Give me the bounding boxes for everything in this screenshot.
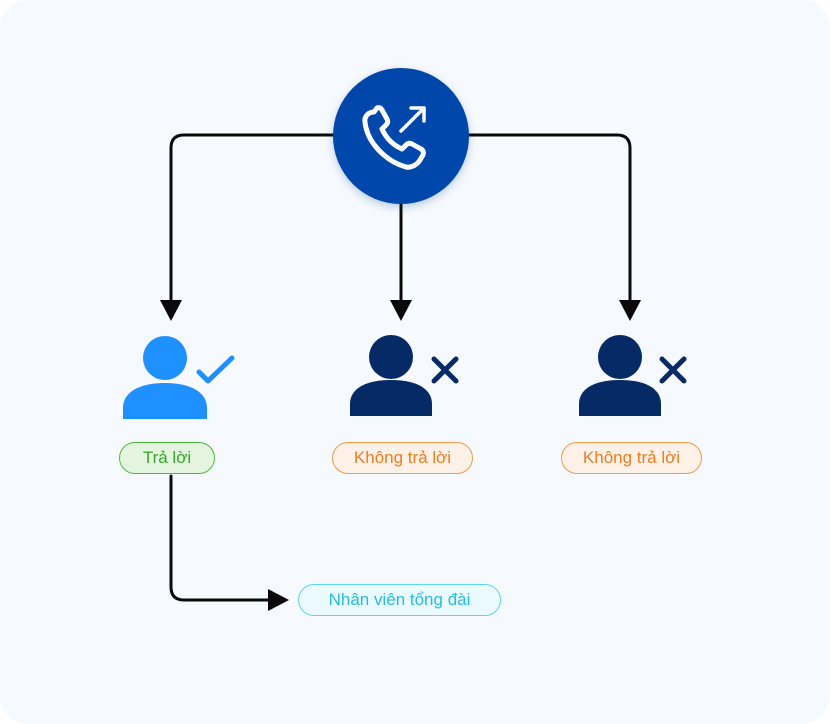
label-not-answered-2: Không trả lời: [561, 442, 702, 474]
x-mark-icon: [431, 356, 459, 384]
checkmark-icon: [196, 355, 235, 384]
arrowheads: [160, 300, 641, 611]
arrowhead-left: [160, 300, 182, 321]
arrowhead-right: [619, 300, 641, 321]
person-not-answered-1: [350, 335, 459, 416]
user-x-icon: [579, 335, 661, 416]
phone-outgoing-icon: [362, 105, 426, 170]
arrowhead-middle: [390, 300, 412, 321]
connector-forward: [169, 474, 272, 602]
connectors: [169, 133, 632, 602]
connector-right: [465, 133, 632, 304]
arrowhead-forward: [268, 589, 289, 611]
user-x-icon: [350, 335, 432, 416]
x-mark-icon: [659, 356, 687, 384]
user-check-icon: [123, 336, 207, 419]
label-not-answered-1: Không trả lời: [332, 442, 473, 474]
person-answered: [123, 336, 235, 419]
call-node: [333, 68, 469, 204]
connector-left: [169, 133, 337, 304]
label-answered: Trả lời: [119, 442, 215, 474]
person-not-answered-2: [579, 335, 687, 416]
label-operator: Nhân viên tổng đài: [298, 584, 501, 616]
